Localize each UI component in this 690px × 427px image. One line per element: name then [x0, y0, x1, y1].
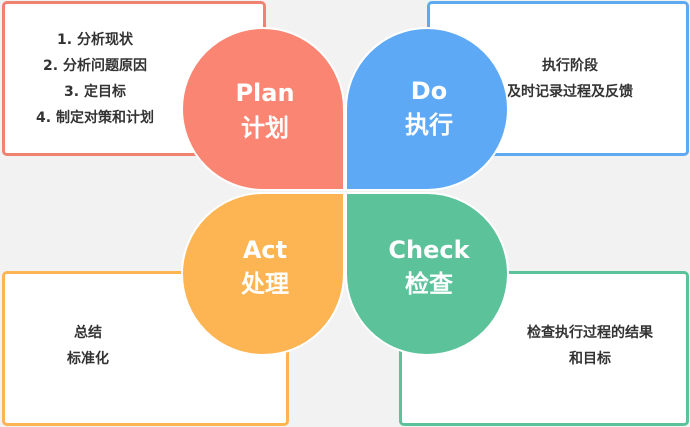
do-title-en: Do — [410, 77, 448, 105]
plan-item: 4. 制定对策和计划 — [36, 110, 154, 126]
act-details: 总结 标准化 — [40, 320, 136, 372]
act-line: 标准化 — [67, 351, 109, 367]
do-line: 执行阶段 — [542, 58, 598, 74]
plan-item: 2. 分析问题原因 — [43, 58, 147, 74]
do-line: 及时记录过程及反馈 — [507, 84, 633, 100]
check-line: 和目标 — [569, 351, 611, 367]
act-title-en: Act — [242, 236, 288, 264]
act-title-zh: 处理 — [241, 270, 289, 298]
act-line: 总结 — [74, 325, 102, 341]
check-petal: Check 检查 — [345, 192, 509, 356]
plan-item: 1. 分析现状 — [57, 32, 133, 48]
do-details: 执行阶段 及时记录过程及反馈 — [480, 53, 660, 105]
check-title-zh: 检查 — [405, 270, 453, 298]
act-petal: Act 处理 — [181, 192, 345, 356]
plan-details: 1. 分析现状 2. 分析问题原因 3. 定目标 4. 制定对策和计划 — [0, 27, 190, 131]
plan-petal: Plan 计划 — [181, 27, 345, 191]
plan-title-zh: 计划 — [241, 114, 289, 142]
do-petal: Do 执行 — [345, 27, 509, 191]
do-title-zh: 执行 — [405, 111, 453, 139]
check-line: 检查执行过程的结果 — [527, 325, 653, 341]
check-title-en: Check — [388, 236, 470, 264]
plan-item: 3. 定目标 — [64, 84, 126, 100]
plan-title-en: Plan — [235, 79, 295, 107]
check-details: 检查执行过程的结果 和目标 — [500, 320, 680, 372]
